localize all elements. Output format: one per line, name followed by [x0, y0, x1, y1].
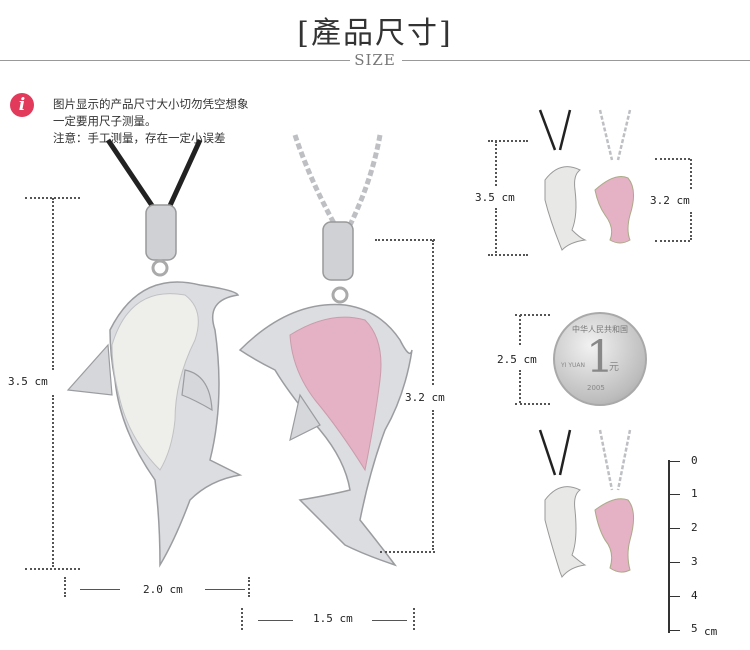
info-icon: i [10, 93, 34, 117]
thumb-height-bottom [488, 254, 528, 256]
height-white-guide [52, 198, 54, 370]
height-pink-bottom-marker [380, 551, 435, 553]
ruler-label: 4 [691, 589, 698, 602]
height-white-guide-lower [52, 395, 54, 567]
width-pink-line-left [258, 620, 293, 621]
ruler-tick [668, 562, 680, 563]
thumb-height-top [488, 140, 528, 142]
coin-year: 2005 [587, 384, 605, 392]
height-white-label: 3.5 cm [8, 375, 48, 388]
coin-unit: 元 [609, 362, 619, 373]
coin-size-label: 2.5 cm [497, 353, 537, 366]
divider-right [402, 60, 750, 61]
width-white-left-tick [64, 577, 66, 597]
height-bottom-marker [25, 568, 80, 570]
silver-chain [292, 134, 383, 227]
coin-size-guide-lower [519, 370, 521, 403]
height-pink-label: 3.2 cm [405, 391, 445, 404]
coin-top-text: 中华人民共和国 [572, 325, 628, 334]
width-pink-right-tick [413, 608, 415, 630]
coin-digit: 1 [586, 332, 614, 383]
white-dolphin-pendant [66, 204, 243, 568]
width-white-line-right [205, 589, 245, 590]
coin-size-top [515, 314, 550, 316]
ruler-label: 0 [691, 454, 698, 467]
coin-image: 中华人民共和国 1 元 YI YUAN 2005 [553, 312, 647, 406]
ruler-tick [668, 461, 680, 462]
ruler-label: 3 [691, 555, 698, 568]
thumb-height-pink-guide [690, 159, 692, 189]
thumb-pink-bottom [655, 240, 690, 242]
ruler-tick [668, 596, 680, 597]
coin-size-bottom [515, 403, 550, 405]
black-cord [105, 138, 203, 212]
notes-block: 图片显示的产品尺寸大小切勿凭空想象 一定要用尺子测量。 注意：手工测量，存在一定… [53, 96, 249, 147]
coin-size-guide [519, 315, 521, 345]
thumb-pink-top [655, 158, 690, 160]
thumb-height-pink-label: 3.2 cm [650, 194, 690, 207]
width-white-right-tick [248, 577, 250, 597]
width-pink-line-right [372, 620, 407, 621]
pink-dolphin-pendant [238, 221, 413, 567]
width-pink-left-tick [241, 608, 243, 630]
note-line: 图片显示的产品尺寸大小切勿凭空想象 [53, 97, 249, 111]
width-white-label: 2.0 cm [143, 583, 183, 596]
thumb-height-white-guide [495, 141, 497, 186]
thumb-height-white-guide-lower [495, 208, 497, 253]
height-pink-guide [432, 240, 434, 385]
divider-left [0, 60, 350, 61]
ruler [668, 460, 670, 633]
ruler-unit: cm [704, 625, 718, 638]
page-title: [產品尺寸] [297, 16, 453, 51]
height-pink-guide-lower [432, 410, 434, 550]
page-subtitle: SIZE [354, 51, 396, 69]
ruler-tick [668, 630, 680, 631]
ruler-label: 5 [691, 622, 698, 635]
width-pink-label: 1.5 cm [313, 612, 353, 625]
ruler-tick [668, 528, 680, 529]
thumb-height-pink-guide-lower [690, 212, 692, 240]
ruler-label: 2 [691, 521, 698, 534]
coin-pinyin: YI YUAN [561, 362, 585, 369]
ruler-label: 1 [691, 487, 698, 500]
note-line: 一定要用尺子测量。 [53, 114, 157, 128]
thumb-height-white-label: 3.5 cm [475, 191, 515, 204]
ruler-tick [668, 494, 680, 495]
height-pink-top-marker [375, 239, 435, 241]
note-line: 注意：手工测量，存在一定小误差 [53, 131, 226, 145]
width-white-line-left [80, 589, 120, 590]
